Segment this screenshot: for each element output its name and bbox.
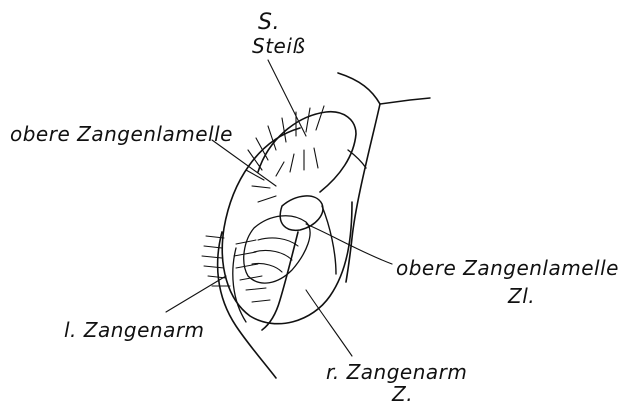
label-zl-abbrev: Zl. bbox=[508, 286, 535, 306]
lamella-folds bbox=[252, 238, 298, 272]
right-arm-edge bbox=[322, 206, 336, 274]
outer-valve-oval bbox=[222, 128, 352, 324]
label-steiss: Steiß bbox=[252, 36, 306, 56]
upper-lamella-shape bbox=[280, 196, 323, 230]
label-left-forceps-arm: l. Zangenarm bbox=[64, 320, 205, 340]
inner-lamella-shape bbox=[244, 216, 310, 283]
leader-lines bbox=[166, 60, 392, 356]
segment-outline-top bbox=[338, 73, 380, 104]
label-upper-lamella-right: obere Zangenlamelle bbox=[396, 258, 619, 278]
segment-edge bbox=[380, 98, 430, 104]
label-s: S. bbox=[258, 12, 280, 34]
arm-bristles bbox=[202, 236, 270, 302]
label-upper-lamella-left: obere Zangenlamelle bbox=[10, 124, 233, 144]
segment-outline-right bbox=[346, 104, 380, 282]
leader-right-arm bbox=[306, 290, 352, 356]
leader-left-arm bbox=[166, 276, 226, 312]
label-right-forceps-arm: r. Zangenarm bbox=[326, 362, 467, 382]
right-forceps-arm bbox=[262, 232, 298, 330]
leader-steiss bbox=[268, 60, 306, 136]
label-z-abbrev: Z. bbox=[392, 384, 413, 404]
